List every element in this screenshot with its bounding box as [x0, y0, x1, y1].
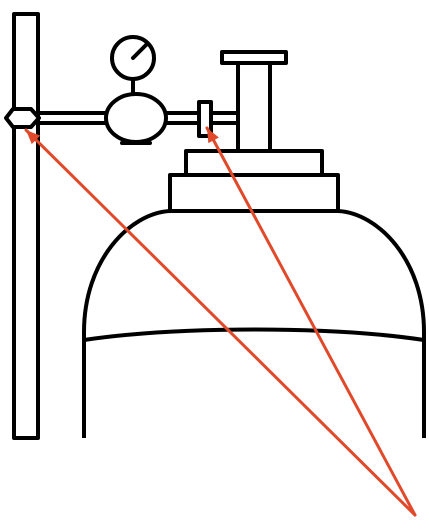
arrow-to-clamp-head: [26, 130, 41, 145]
regulator-icon: [104, 92, 168, 145]
retort-stand-icon: [12, 12, 40, 440]
gas-cylinder-icon: [82, 209, 426, 438]
pressure-gauge-icon: [110, 35, 156, 99]
arrow-to-valve-head: [207, 128, 219, 144]
arrow-icon: [24, 126, 417, 517]
clamp-icon: [4, 107, 41, 129]
arrow-to-valve-line: [205, 126, 417, 517]
arrow-to-clamp-line: [24, 128, 417, 517]
cylinder-valve-icon: [168, 50, 340, 213]
